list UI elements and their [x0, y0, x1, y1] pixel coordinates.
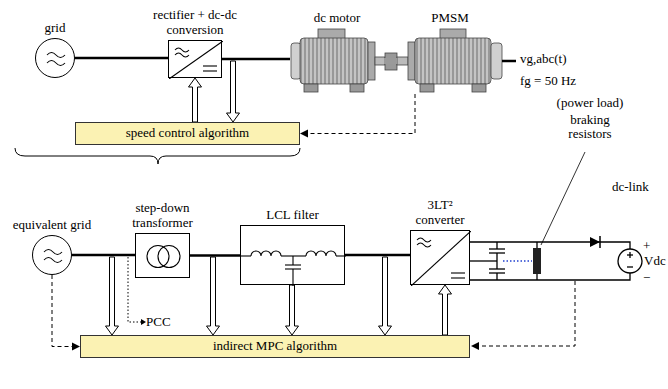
text-label: −: [643, 271, 650, 285]
dc-link-dotted: [503, 260, 532, 261]
node-label: speed control algorithm: [126, 126, 249, 140]
connector: [286, 285, 299, 335]
connector: [345, 254, 410, 257]
label-wrap: +: [643, 239, 650, 253]
node-shape: [397, 28, 503, 94]
label-wrap: vg,abc(t): [520, 52, 567, 66]
node-label: LCL filter: [266, 208, 319, 222]
node-label: rectifier + dc-dc conversion: [145, 8, 245, 37]
algorithm-box: speed control algorithm: [75, 122, 300, 145]
measurement-arrow: [227, 61, 240, 122]
text-label: PCC: [146, 315, 171, 329]
label-wrap: braking resistors: [553, 113, 627, 142]
node-label: dc motor: [314, 11, 361, 25]
dc-link-feedback: [479, 281, 575, 346]
brace: [15, 148, 300, 164]
connector: [439, 285, 452, 335]
filter-box: LCL filter: [240, 208, 345, 285]
label-wrap: PCC: [146, 315, 171, 329]
algorithm-box: indirect MPC algorithm: [80, 335, 470, 358]
converter-box: 3LT² converter: [405, 198, 475, 285]
dc-motor-drawing: [291, 29, 385, 92]
connector: [190, 254, 240, 257]
transformer-box: step-down transformer: [123, 201, 203, 278]
pmsm-drawing: [397, 29, 502, 92]
connector: [72, 254, 135, 257]
connector: [222, 58, 290, 61]
connector: [384, 58, 397, 64]
node-label: 3LT² converter: [405, 198, 475, 227]
connector: [52, 275, 73, 347]
label-wrap: fg = 50 Hz: [520, 74, 576, 88]
leader-line: [541, 152, 585, 245]
grid-source: grid: [35, 21, 75, 78]
node-shape: [410, 230, 470, 285]
diode: [590, 237, 600, 247]
label-wrap: −: [643, 271, 650, 285]
node-shape: [32, 235, 72, 275]
label-wrap: dc-link: [612, 180, 649, 194]
connector: [300, 130, 308, 138]
text-label: +: [643, 239, 650, 253]
connector: [307, 94, 415, 134]
label-wrap: Vdc: [644, 254, 666, 268]
label-wrap: (power load): [548, 96, 632, 110]
grid-source: equivalent grid: [13, 218, 91, 275]
motor: dc motor: [290, 11, 384, 94]
diode-bar: [599, 236, 601, 248]
node-shape: [35, 38, 75, 78]
node-shape: [135, 233, 190, 278]
connector: [72, 343, 80, 351]
node-label: PMSM: [431, 11, 469, 25]
pcc-arrowhead: [141, 319, 146, 325]
text-label: dc-link: [612, 180, 649, 194]
connector: [189, 78, 202, 122]
text-label: vg,abc(t): [520, 52, 567, 66]
text-label: Vdc: [644, 254, 666, 268]
text-label: fg = 50 Hz: [520, 74, 576, 88]
converter-box: rectifier + dc-dc conversion: [145, 8, 245, 78]
motor: PMSM: [397, 11, 503, 94]
text-label: braking resistors: [553, 113, 627, 142]
node-label: step-down transformer: [123, 201, 203, 230]
node-shape: [240, 225, 345, 285]
node-label: indirect MPC algorithm: [213, 339, 337, 353]
grid-output-line: [502, 60, 516, 63]
node-shape: [290, 28, 384, 94]
node-label: equivalent grid: [13, 218, 91, 232]
feedback-arrowhead: [471, 342, 479, 350]
connector: [75, 57, 168, 60]
braking-resistor: [533, 248, 541, 274]
coupling: [385, 53, 397, 70]
dc-link-circuit: [470, 242, 642, 280]
node-label: grid: [45, 21, 66, 35]
node-shape: [168, 40, 222, 78]
text-label: (power load): [548, 96, 632, 110]
